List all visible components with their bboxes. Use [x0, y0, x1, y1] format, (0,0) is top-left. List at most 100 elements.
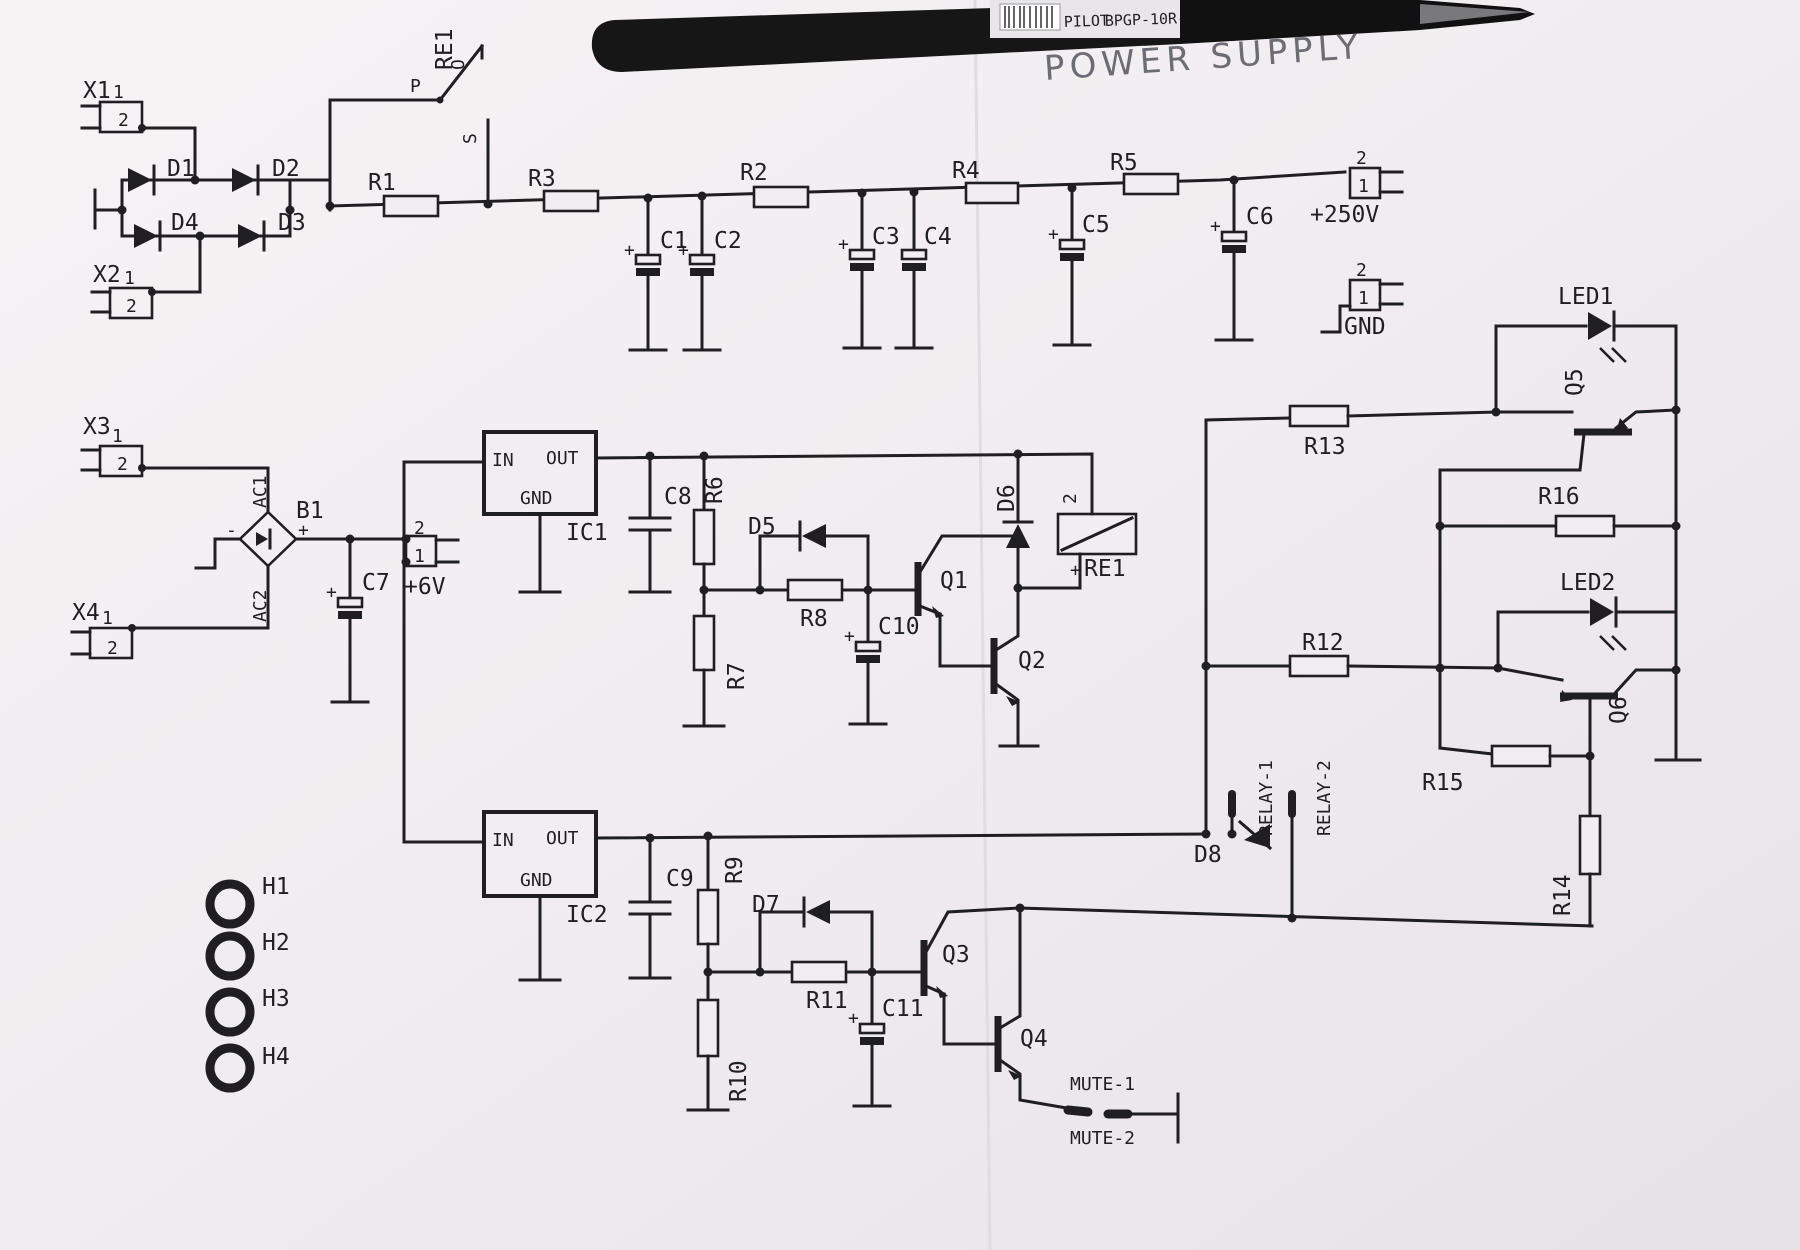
mounting-hole-h1: H1	[205, 874, 290, 929]
svg-text:IC2: IC2	[566, 902, 608, 928]
transistor-q6: Q6	[1493, 663, 1681, 758]
resistor-r9: R9	[696, 831, 748, 974]
svg-text:GND: GND	[1344, 314, 1386, 340]
svg-text:R11: R11	[806, 988, 848, 1014]
svg-text:IN: IN	[492, 830, 514, 851]
capacitor-c2: + C2	[678, 191, 742, 352]
regulator-ic2: IN OUT GND IC2	[482, 810, 608, 982]
resistor-r1: R1	[368, 170, 440, 218]
svg-text:C6: C6	[1246, 204, 1274, 230]
connector-6v: 2 1 +6V	[401, 518, 460, 600]
resistor-r15: R15	[1422, 744, 1595, 796]
svg-text:H1: H1	[262, 874, 290, 900]
svg-text:+: +	[844, 626, 855, 647]
led2: LED2	[1496, 570, 1678, 668]
svg-text:IN: IN	[492, 450, 514, 471]
mounting-hole-h2: H2	[205, 930, 290, 981]
svg-text:R2: R2	[740, 160, 768, 186]
capacitor-c3: + C3	[838, 188, 900, 350]
label-d1: D1	[167, 156, 195, 182]
resistor-r7: R7	[682, 585, 750, 728]
resistor-r2: R2	[740, 160, 810, 209]
svg-text:Q6: Q6	[1606, 696, 1632, 724]
svg-text:1: 1	[124, 268, 135, 289]
svg-text:C9: C9	[666, 866, 694, 892]
capacitor-c5: + C5	[1048, 183, 1110, 347]
connector-gnd: 2 1 GND	[1320, 260, 1404, 340]
capacitor-c9: C9	[628, 833, 694, 980]
connector-x1: X1 1 2	[80, 78, 146, 134]
svg-text:+: +	[678, 240, 689, 261]
resistor-r12: R12	[1201, 630, 1500, 678]
svg-text:D7: D7	[752, 892, 780, 918]
svg-text:2: 2	[117, 454, 128, 475]
diode-d6: D6	[994, 449, 1034, 593]
svg-text:B1: B1	[296, 498, 324, 524]
svg-text:+250V: +250V	[1310, 202, 1379, 228]
svg-text:-: -	[226, 520, 237, 541]
svg-text:R5: R5	[1110, 150, 1138, 176]
relay-re1-coil: 2 + RE1	[1016, 452, 1138, 590]
svg-text:X4: X4	[72, 600, 100, 626]
svg-text:C7: C7	[362, 570, 390, 596]
svg-text:X3: X3	[83, 414, 111, 440]
capacitor-c1: + C1	[624, 193, 688, 352]
svg-text:IC1: IC1	[566, 520, 608, 546]
svg-text:Q4: Q4	[1020, 1026, 1048, 1052]
svg-text:R10: R10	[726, 1060, 752, 1102]
svg-text:O: O	[448, 59, 469, 70]
svg-text:R8: R8	[800, 606, 828, 632]
svg-text:AC2: AC2	[250, 589, 271, 622]
svg-text:+: +	[1210, 216, 1221, 237]
resistor-r3: R3	[528, 166, 600, 213]
svg-text:OUT: OUT	[546, 448, 579, 469]
svg-text:LED1: LED1	[1558, 284, 1613, 310]
svg-text:RELAY-1: RELAY-1	[1256, 760, 1277, 836]
transistor-q5: Q5	[1438, 368, 1681, 528]
svg-text:H3: H3	[262, 986, 290, 1012]
svg-text:+: +	[326, 582, 337, 603]
mute-connector: MUTE-1 MUTE-2	[1063, 1074, 1180, 1149]
svg-text:P: P	[410, 76, 421, 97]
svg-text:+: +	[838, 234, 849, 255]
resistor-r11: R11	[790, 960, 848, 1014]
svg-text:D5: D5	[748, 514, 776, 540]
svg-text:Q3: Q3	[942, 942, 970, 968]
svg-text:MUTE-2: MUTE-2	[1070, 1128, 1135, 1149]
bridge-rectifier-b1: - + B1 AC1 AC2	[130, 466, 406, 630]
relay-contacts: RELAY-1 RELAY-2	[1228, 760, 1335, 923]
svg-text:2: 2	[1356, 148, 1367, 169]
svg-text:1: 1	[112, 426, 123, 447]
svg-text:+6V: +6V	[404, 574, 446, 600]
diode-d5: D5	[748, 514, 870, 595]
svg-text:1: 1	[113, 82, 124, 103]
relay-re1-switch: P O S RE1	[328, 28, 490, 212]
svg-text:+: +	[298, 520, 309, 541]
mounting-holes: H1 H2 H3 H4	[205, 874, 290, 1093]
resistor-r4: R4	[952, 158, 1020, 205]
relay1-bus	[1204, 416, 1290, 836]
diode-d8: D8	[1194, 819, 1273, 868]
svg-text:+: +	[624, 240, 635, 261]
svg-text:2: 2	[126, 296, 137, 317]
resistor-r16: R16	[1435, 484, 1681, 538]
pen-brand: PILOT	[1064, 11, 1110, 31]
svg-text:2: 2	[107, 638, 118, 659]
svg-text:1: 1	[414, 546, 425, 567]
svg-text:C4: C4	[924, 224, 952, 250]
rectifier-bridge-d1-d4: D1 D2 D3 D4	[93, 126, 332, 294]
mounting-hole-h4: H4	[205, 1043, 290, 1093]
svg-text:R7: R7	[724, 662, 750, 690]
svg-text:R9: R9	[722, 856, 748, 884]
connector-x2: X2 1 2	[90, 262, 156, 320]
svg-text:AC1: AC1	[250, 475, 271, 508]
svg-text:C3: C3	[872, 224, 900, 250]
svg-text:C10: C10	[878, 614, 920, 640]
svg-text:MUTE-1: MUTE-1	[1070, 1074, 1135, 1095]
svg-text:LED2: LED2	[1560, 570, 1615, 596]
connector-250v: 2 1 +250V	[1310, 148, 1404, 228]
label-d4: D4	[171, 210, 199, 236]
svg-text:R3: R3	[528, 166, 556, 192]
diode-d7: D7	[752, 892, 874, 977]
